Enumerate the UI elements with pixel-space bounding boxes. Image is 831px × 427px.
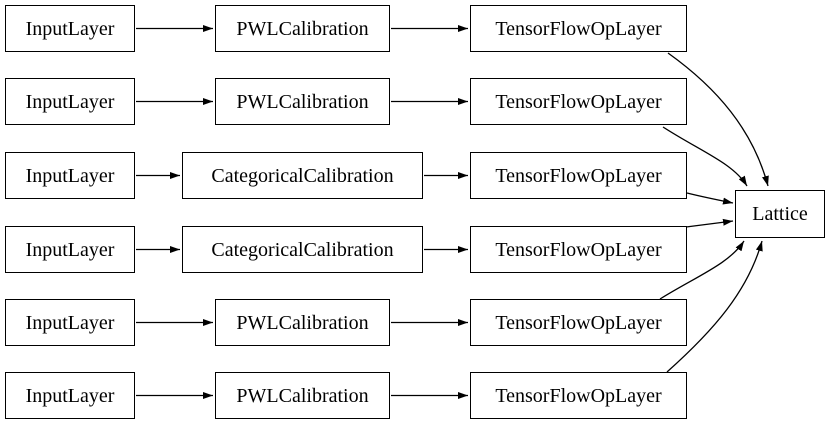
- node-input-layer-1: InputLayer: [5, 5, 135, 52]
- node-label: CategoricalCalibration: [211, 164, 394, 187]
- node-pwl-calibration-2: PWLCalibration: [215, 78, 390, 125]
- node-label: PWLCalibration: [236, 384, 369, 407]
- node-input-layer-2: InputLayer: [5, 78, 135, 125]
- node-label: TensorFlowOpLayer: [495, 164, 662, 187]
- node-tensorflow-op-layer-2: TensorFlowOpLayer: [470, 78, 687, 125]
- node-input-layer-6: InputLayer: [5, 372, 135, 419]
- node-label: PWLCalibration: [236, 17, 369, 40]
- edge-op1-to-lattice: [667, 52, 769, 187]
- node-label: Lattice: [752, 203, 808, 225]
- node-input-layer-4: InputLayer: [5, 226, 135, 273]
- node-label: InputLayer: [25, 17, 115, 40]
- edge-op5-to-lattice: [659, 240, 745, 300]
- node-pwl-calibration-3: PWLCalibration: [215, 299, 390, 346]
- node-label: TensorFlowOpLayer: [495, 17, 662, 40]
- node-categorical-calibration-1: CategoricalCalibration: [182, 152, 423, 199]
- node-pwl-calibration-1: PWLCalibration: [215, 5, 390, 52]
- node-pwl-calibration-4: PWLCalibration: [215, 372, 390, 419]
- node-input-layer-3: InputLayer: [5, 152, 135, 199]
- edge-op3-to-lattice: [686, 192, 734, 205]
- node-tensorflow-op-layer-4: TensorFlowOpLayer: [470, 226, 687, 273]
- node-label: InputLayer: [25, 90, 115, 113]
- node-label: InputLayer: [25, 384, 115, 407]
- node-input-layer-5: InputLayer: [5, 299, 135, 346]
- edge-op4-to-lattice: [685, 218, 734, 228]
- node-categorical-calibration-2: CategoricalCalibration: [182, 226, 423, 273]
- node-label: TensorFlowOpLayer: [495, 238, 662, 261]
- node-label: CategoricalCalibration: [211, 238, 394, 261]
- node-label: InputLayer: [25, 311, 115, 334]
- node-tensorflow-op-layer-6: TensorFlowOpLayer: [470, 372, 687, 419]
- edge-op2-to-lattice: [662, 126, 748, 187]
- node-label: PWLCalibration: [236, 90, 369, 113]
- node-tensorflow-op-layer-1: TensorFlowOpLayer: [470, 5, 687, 52]
- node-tensorflow-op-layer-3: TensorFlowOpLayer: [470, 152, 687, 199]
- node-label: InputLayer: [25, 238, 115, 261]
- node-label: TensorFlowOpLayer: [495, 311, 662, 334]
- node-label: TensorFlowOpLayer: [495, 90, 662, 113]
- node-tensorflow-op-layer-5: TensorFlowOpLayer: [470, 299, 687, 346]
- node-label: TensorFlowOpLayer: [495, 384, 662, 407]
- node-label: PWLCalibration: [236, 311, 369, 334]
- node-label: InputLayer: [25, 164, 115, 187]
- edge-op6-to-lattice: [666, 240, 763, 373]
- node-lattice: Lattice: [735, 190, 825, 238]
